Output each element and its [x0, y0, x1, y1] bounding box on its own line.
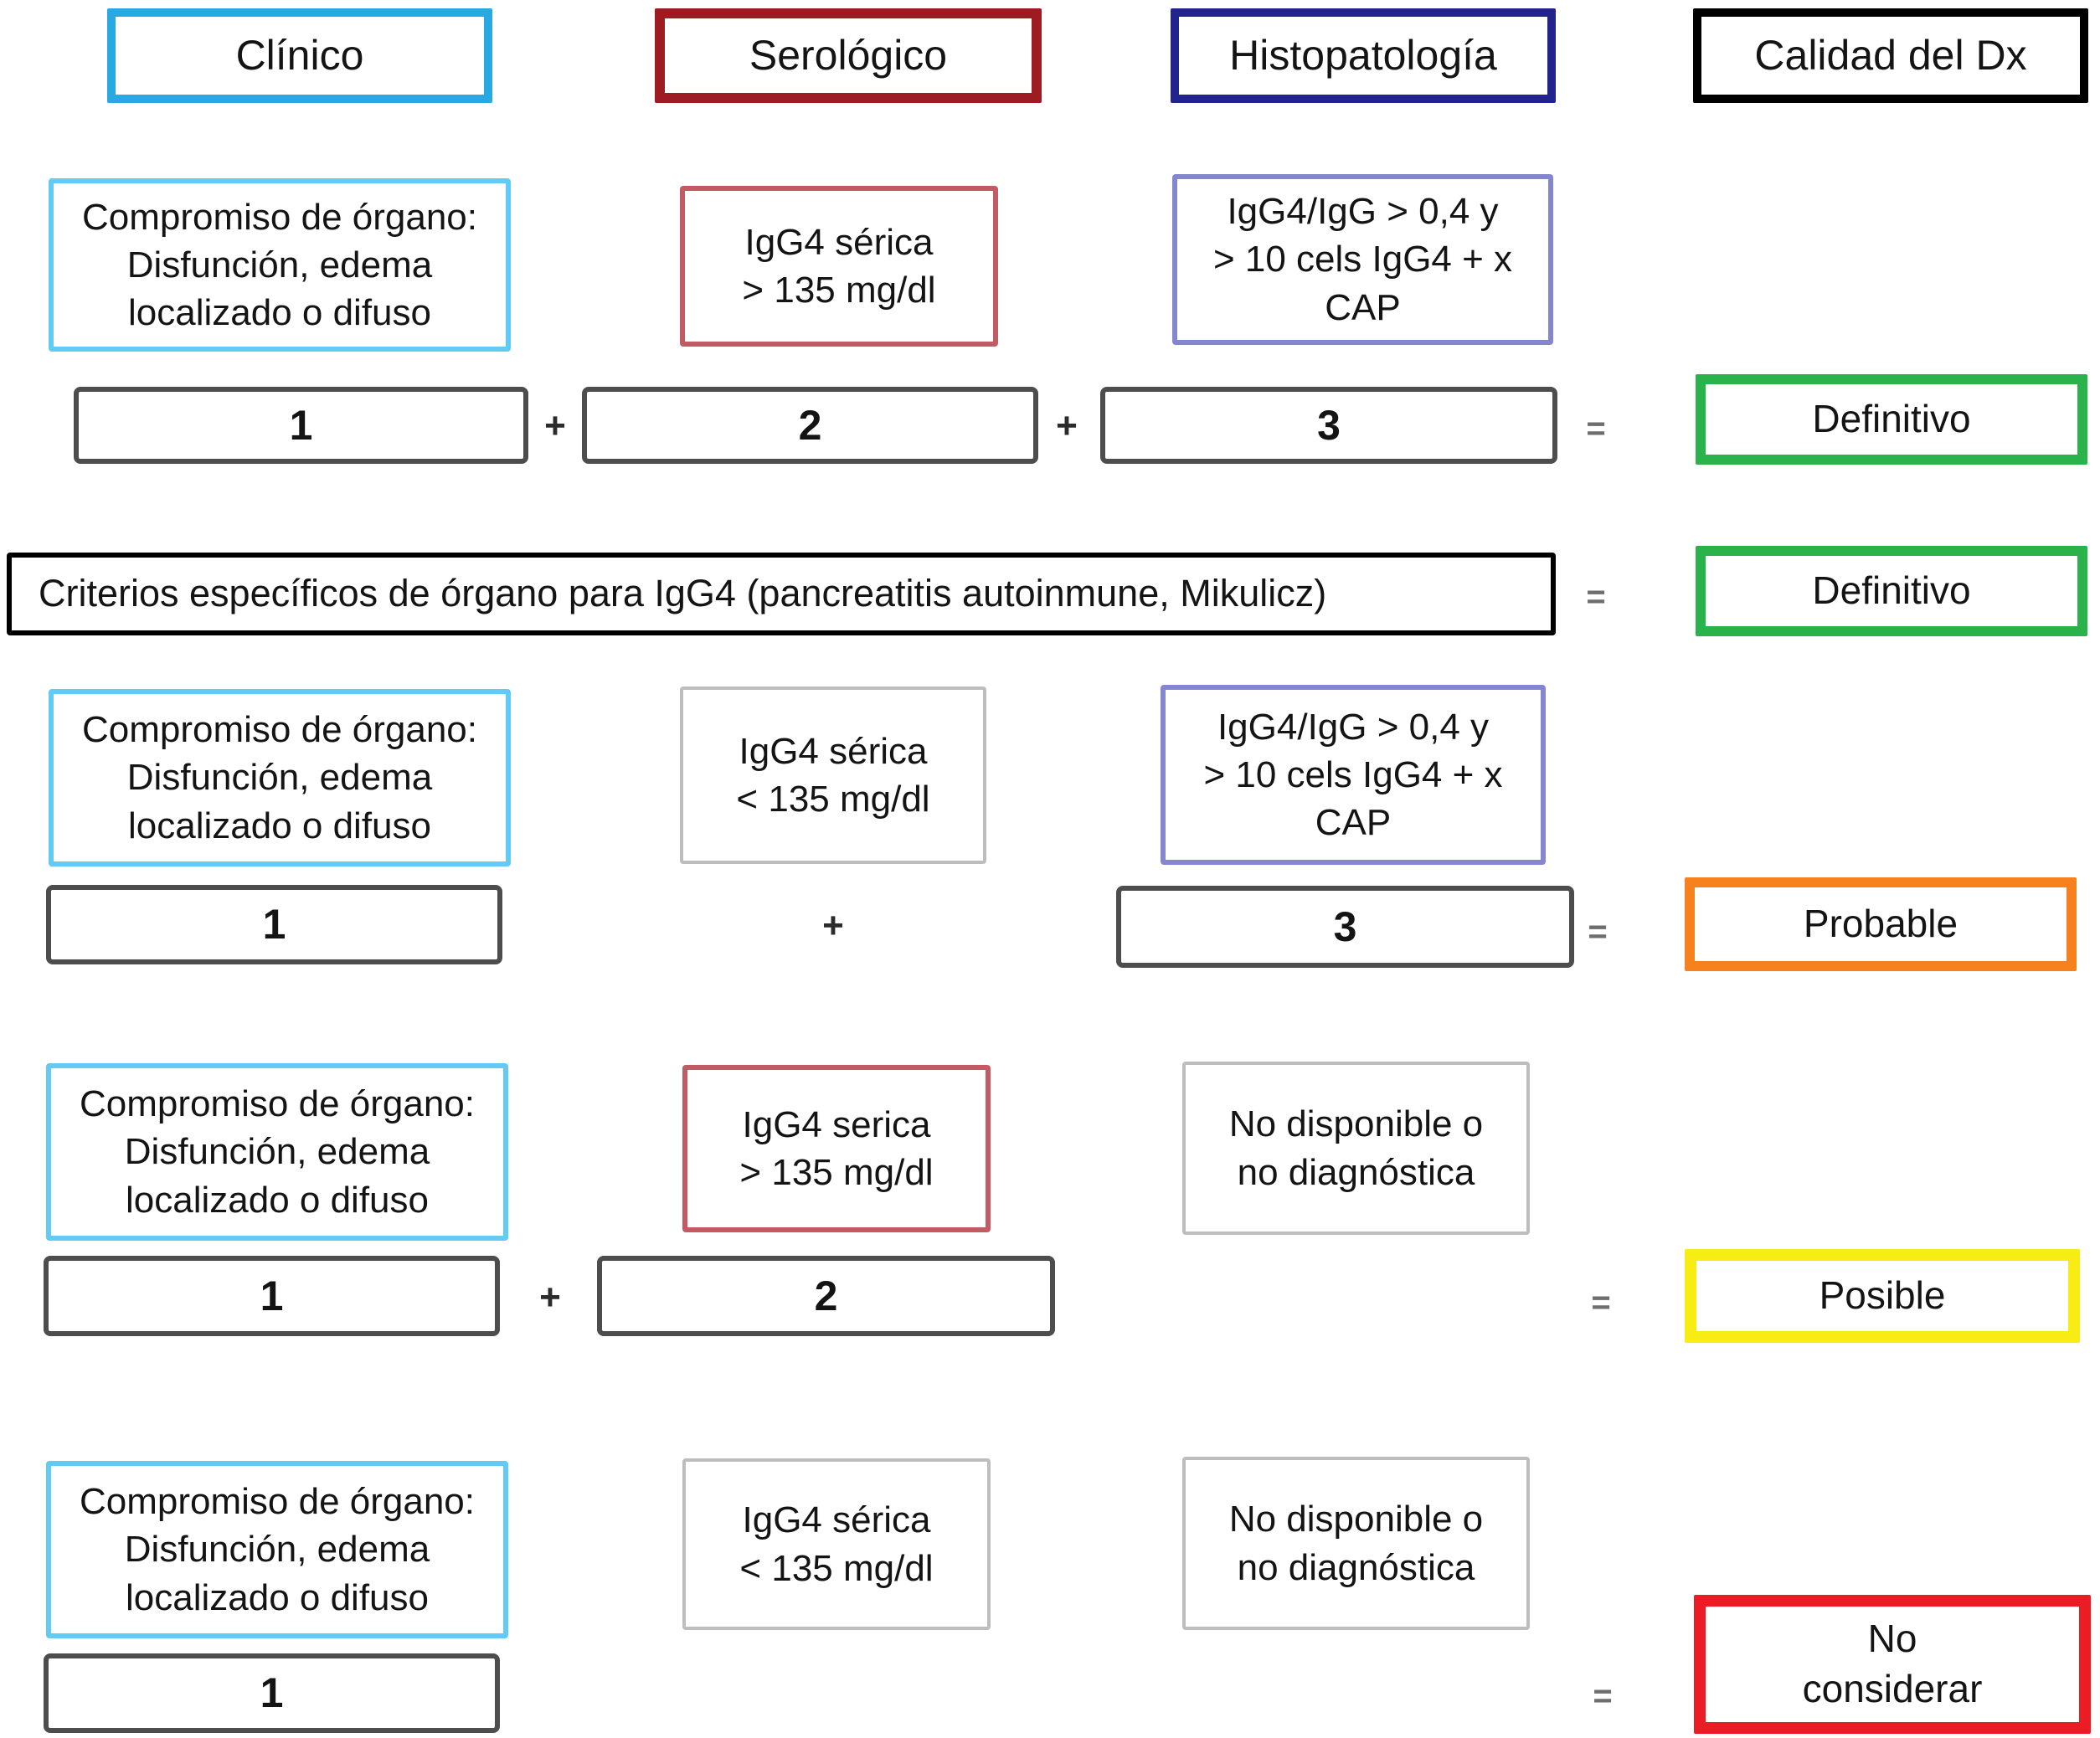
row1-clinical-criteria-box: Compromiso de órgano: Disfunción, edema … [49, 178, 511, 352]
row1-score-serology: 2 [582, 387, 1038, 464]
row3-clinical-criteria-box: Compromiso de órgano: Disfunción, edema … [49, 689, 511, 866]
row4-score-serology: 2 [597, 1256, 1055, 1336]
row3-score-clinical: 1 [46, 885, 502, 964]
row4-score-clinical: 1 [44, 1256, 500, 1336]
row3-score-histology: 3 [1116, 886, 1574, 968]
row3-result-probable-box: Probable [1685, 877, 2077, 971]
equals-operator: = [1588, 913, 1608, 950]
row4-histology-criteria-box: No disponible o no diagnóstica [1182, 1062, 1530, 1235]
organ-specific-criteria-box: Criterios específicos de órgano para IgG… [7, 553, 1556, 635]
plus-operator: + [822, 905, 844, 946]
header-clinico: Clínico [107, 8, 492, 103]
row5-histology-criteria-box: No disponible o no diagnóstica [1182, 1457, 1530, 1630]
row1-result-definitivo-box: Definitivo [1696, 374, 2087, 465]
row5-result-no-considerar-box: No considerar [1694, 1595, 2091, 1734]
row4-result-posible-box: Posible [1685, 1249, 2080, 1343]
row5-serology-criteria-box: IgG4 sérica < 135 mg/dl [682, 1458, 991, 1630]
row1-score-histology: 3 [1100, 387, 1557, 464]
row1-serology-criteria-box: IgG4 sérica > 135 mg/dl [680, 186, 998, 347]
equals-operator: = [1586, 578, 1606, 615]
row5-score-clinical: 1 [44, 1653, 500, 1733]
equals-operator: = [1586, 410, 1606, 447]
header-histopatologia: Histopatología [1171, 8, 1556, 103]
equals-operator: = [1591, 1284, 1611, 1321]
plus-operator: + [539, 1277, 561, 1318]
row1-histology-criteria-box: IgG4/IgG > 0,4 y > 10 cels IgG4 + x CAP [1172, 174, 1553, 345]
plus-operator: + [1056, 405, 1078, 446]
row1-score-clinical: 1 [74, 387, 528, 464]
header-calidad-dx: Calidad del Dx [1693, 8, 2088, 103]
row3-serology-criteria-box: IgG4 sérica < 135 mg/dl [680, 686, 986, 864]
header-serologico: Serológico [655, 8, 1042, 103]
row2-result-definitivo-box: Definitivo [1696, 546, 2087, 636]
row4-clinical-criteria-box: Compromiso de órgano: Disfunción, edema … [46, 1063, 508, 1241]
row5-clinical-criteria-box: Compromiso de órgano: Disfunción, edema … [46, 1461, 508, 1638]
equals-operator: = [1593, 1678, 1613, 1715]
plus-operator: + [544, 405, 566, 446]
row3-histology-criteria-box: IgG4/IgG > 0,4 y > 10 cels IgG4 + x CAP [1161, 685, 1546, 865]
row4-serology-criteria-box: IgG4 serica > 135 mg/dl [682, 1065, 991, 1232]
